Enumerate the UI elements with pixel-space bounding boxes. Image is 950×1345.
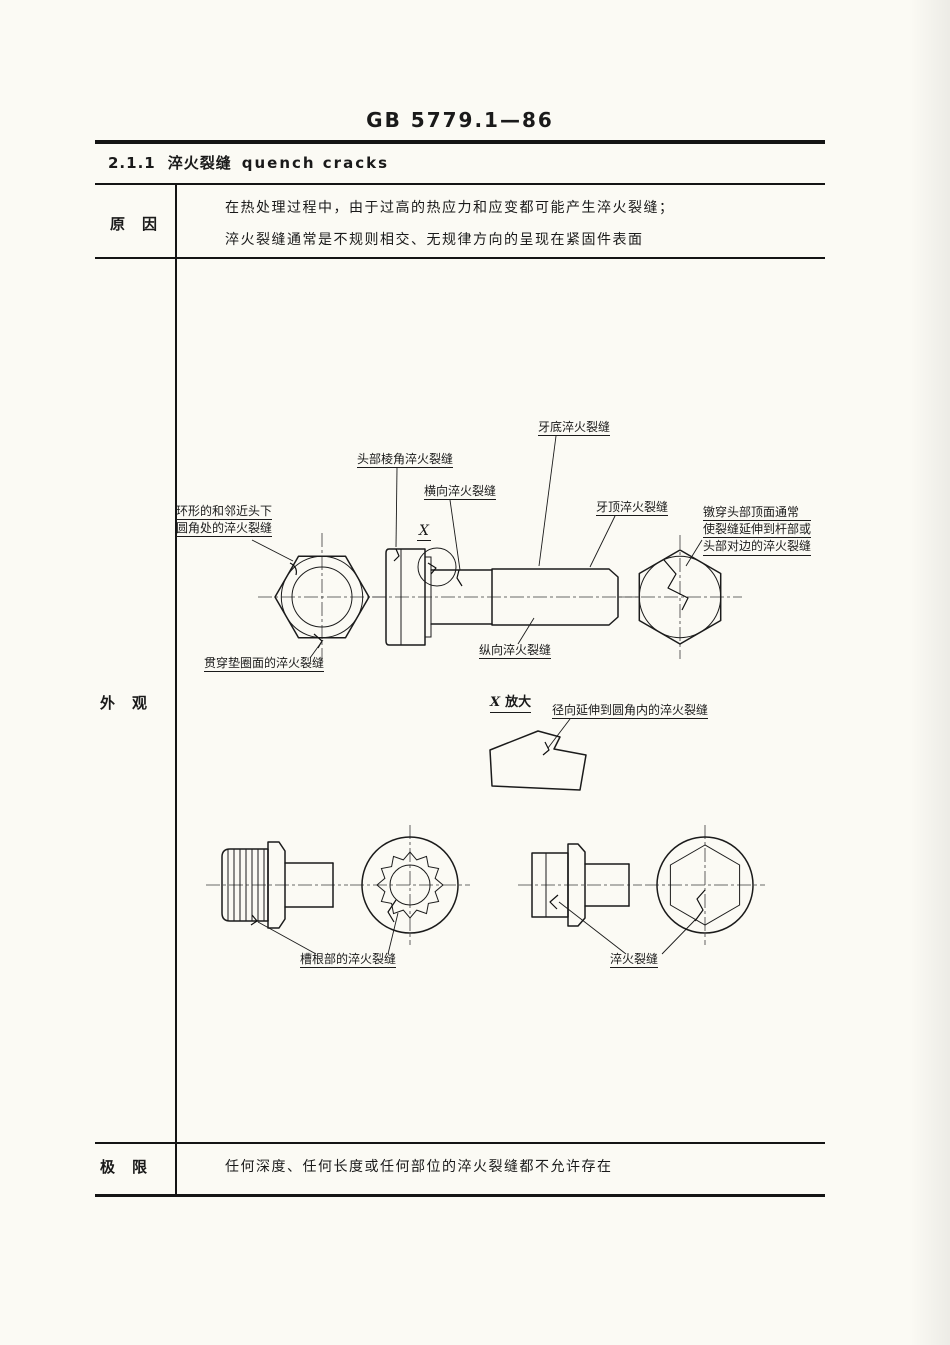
rule-after-appearance [95, 1142, 825, 1144]
limit-text: 任何深度、任何长度或任何部位的淬火裂缝都不允许存在 [225, 1159, 613, 1175]
table-vertical-divider [175, 183, 177, 1196]
label-radial-fillet-crack: 径向延伸到圆角内的淬火裂缝 [552, 703, 709, 720]
hex-flange-bolt-side-view [518, 843, 642, 927]
twelve-point-bolt-end-view [350, 825, 470, 945]
row-label-appearance: 外 观 [100, 694, 149, 712]
row-label-cause: 原 因 [110, 215, 159, 233]
row-label-limit: 极 限 [100, 1158, 149, 1176]
leader-lines [251, 435, 703, 955]
hex-head-top-view [618, 535, 742, 659]
label-head-top-crack-line3: 头部对边的淬火裂缝 [703, 540, 812, 556]
label-transverse-crack: 横向淬火裂缝 [424, 484, 497, 501]
rule-header-thick [95, 140, 825, 144]
section-title-en: quench cracks [241, 154, 390, 172]
cause-text-line1: 在热处理过程中，由于过高的热应力和应变都可能产生淬火裂缝； [225, 200, 675, 216]
detail-view-title-x: X [490, 695, 501, 710]
label-head-top-crack-line1: 镦穿头部顶面通常 [703, 505, 812, 522]
label-annular-fillet-crack: 环形的和邻近头下 圆角处的淬火裂缝 [176, 504, 273, 539]
label-thread-crest-crack: 牙顶淬火裂缝 [596, 500, 669, 517]
section-title-cn: 淬火裂缝 [167, 154, 232, 172]
fillet-section-detail [489, 730, 587, 791]
detail-x-marker: X [417, 523, 431, 541]
doc-number: GB 5779.1—86 [366, 108, 554, 132]
rule-bottom [95, 1194, 825, 1197]
twelve-point-bolt-side-view [206, 841, 348, 929]
section-heading: 2.1.1 淬火裂缝 quench cracks [108, 152, 389, 173]
label-washer-face-crack: 贯穿垫圈面的淬火裂缝 [204, 656, 325, 673]
label-head-corner-crack: 头部棱角淬火裂缝 [357, 452, 454, 469]
label-slot-root-crack: 槽根部的淬火裂缝 [300, 952, 397, 969]
label-head-top-crack-line2: 使裂缝延伸到杆部或 [703, 523, 812, 539]
label-thread-root-crack: 牙底淬火裂缝 [538, 420, 611, 437]
section-number: 2.1.1 [108, 154, 156, 172]
detail-view-title-scale: 放大 [505, 695, 532, 710]
label-quench-crack: 淬火裂缝 [610, 952, 659, 969]
rule-under-heading [95, 183, 825, 185]
cause-text-line2: 淬火裂缝通常是不规则相交、无规律方向的呈现在紧固件表面 [225, 232, 644, 248]
label-head-top-crack: 镦穿头部顶面通常 使裂缝延伸到杆部或 头部对边的淬火裂缝 [703, 505, 812, 558]
label-annular-fillet-crack-line1: 环形的和邻近头下 [176, 504, 273, 521]
detail-view-title: X 放大 [490, 691, 532, 713]
label-longitudinal-crack: 纵向淬火裂缝 [479, 643, 552, 660]
label-annular-fillet-crack-line2: 圆角处的淬火裂缝 [176, 522, 273, 538]
rule-after-cause [95, 257, 825, 259]
hex-flange-bolt-end-view [645, 825, 765, 945]
bolt-side-view [372, 547, 640, 646]
